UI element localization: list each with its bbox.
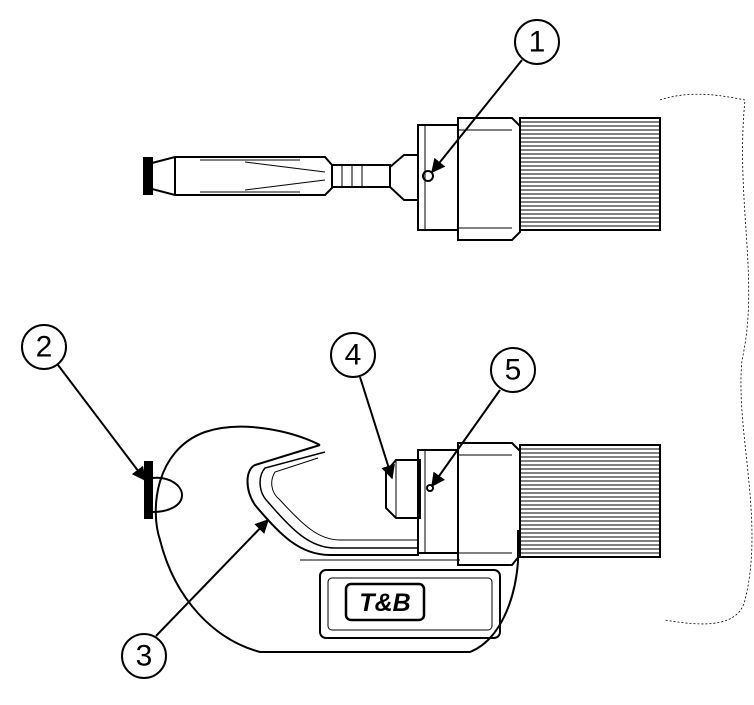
jaw-opening [246,444,419,556]
indenter [385,459,421,519]
top-neck [389,154,419,201]
callout-label: 1 [529,26,546,59]
bottom-collar [417,449,459,554]
bottom-body [457,442,521,566]
top-pin-hole [422,170,434,182]
callout-1: 1 [431,19,560,174]
bottom-tool [144,425,661,653]
bottom-tip-button [144,461,153,519]
callout-label: 5 [505,354,522,387]
callout-label: 2 [36,331,53,364]
crimp-head [154,425,519,653]
callout-2: 2 [21,324,146,482]
logo-text: T&B [359,589,410,617]
callout-3: 3 [121,518,269,679]
bottom-pin-hole [426,484,434,492]
callout-label: 3 [136,640,153,673]
top-shaft [331,164,391,188]
top-tip-button [143,157,153,195]
callout-5: 5 [431,347,536,488]
top-die-blade [151,156,333,196]
callout-label: 4 [345,339,362,372]
break-line [659,93,753,625]
top-handle-ribs [520,121,660,227]
top-body [457,117,521,241]
logo-plate [319,569,501,639]
callout-4: 4 [330,332,395,480]
bottom-handle-ribs [520,448,660,554]
logo-box [344,582,426,622]
